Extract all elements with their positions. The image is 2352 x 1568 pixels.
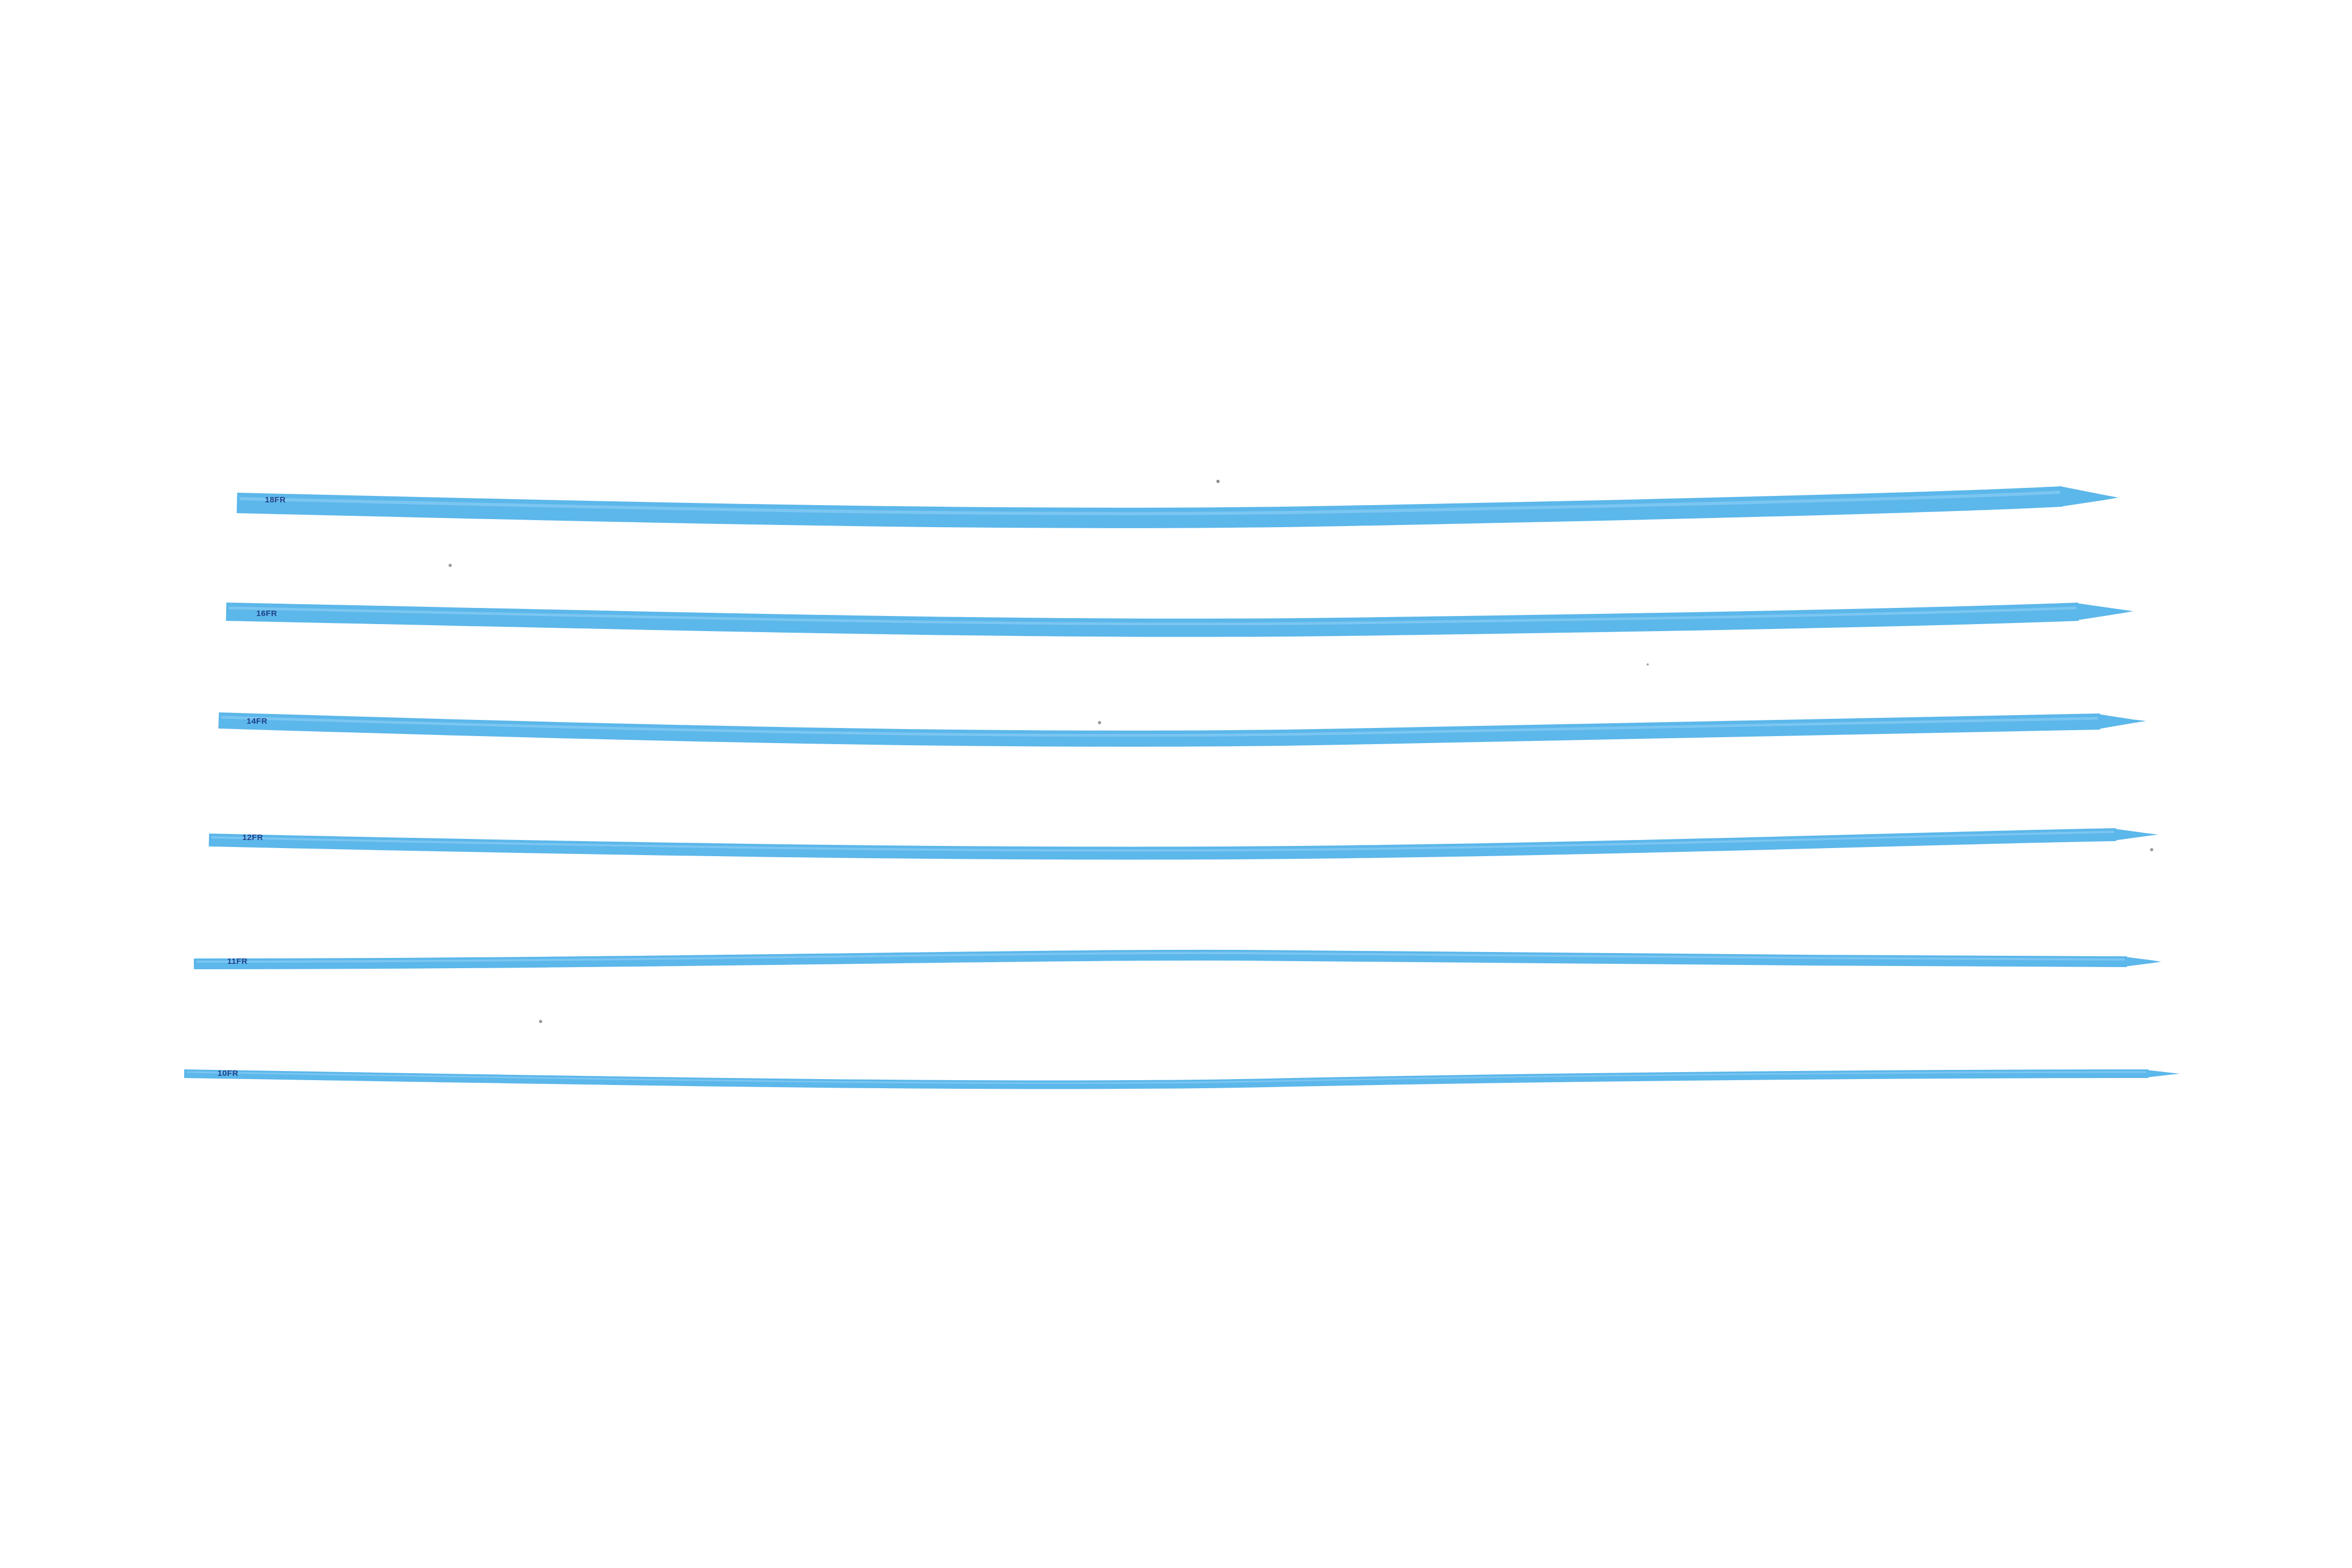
dilator-item: 11FR — [193, 949, 2161, 969]
dilator-size-label: 16FR — [256, 609, 277, 618]
dilator-highlight — [211, 831, 2115, 852]
dust-speck — [2150, 848, 2153, 851]
dust-speck — [449, 564, 452, 567]
dilator-item: 14FR — [218, 712, 2146, 747]
dilator-tip — [2146, 1070, 2180, 1077]
dilator-size-label: 12FR — [242, 833, 263, 842]
dilator-size-label: 18FR — [265, 495, 286, 505]
dilator-tube — [208, 828, 2117, 860]
dilator-tip — [2114, 829, 2158, 841]
dilator-highlight — [196, 951, 2125, 963]
dilator-tube — [236, 486, 2063, 528]
dilator-tip — [2076, 603, 2133, 620]
dust-speck — [1098, 721, 1101, 724]
dilator-size-label: 10FR — [218, 1069, 239, 1078]
dilator-item: 10FR — [184, 1069, 2180, 1089]
dilator-tube — [193, 949, 2127, 969]
dilator-size-label: 11FR — [227, 957, 248, 966]
dilator-tube — [226, 603, 2079, 637]
dilator-tube — [184, 1069, 2149, 1089]
dilator-highlight — [186, 1071, 2147, 1084]
dilator-highlight — [228, 606, 2077, 626]
dilator-item: 12FR — [208, 828, 2158, 860]
dilator-item: 18FR — [236, 486, 2118, 528]
dust-speck — [1216, 480, 1220, 483]
dilator-tip — [2060, 486, 2118, 507]
dilator-size-label: 14FR — [247, 717, 268, 726]
dust-speck — [539, 1020, 542, 1023]
dilator-tip — [2125, 957, 2161, 967]
dilator-highlight — [221, 716, 2098, 737]
dilator-highlight — [239, 491, 2061, 515]
dust-speck — [1647, 663, 1649, 666]
dilator-tip — [2098, 714, 2146, 729]
dilator-item: 16FR — [226, 603, 2133, 637]
dilator-tube — [218, 712, 2101, 747]
